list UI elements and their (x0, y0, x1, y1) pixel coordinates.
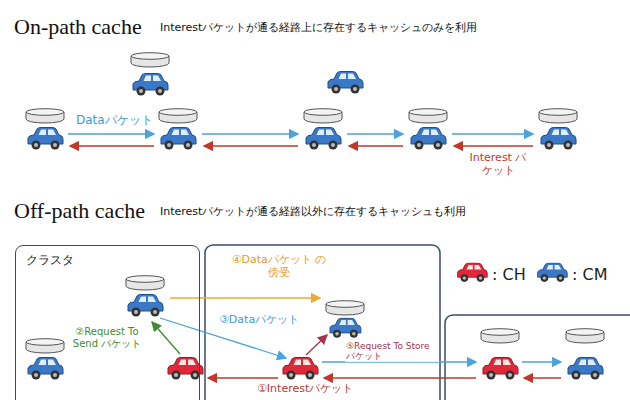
section-title: Off-path cache (14, 198, 145, 223)
step-label: ④Dataパケット の傍受 (228, 254, 330, 279)
section-note: Interestパケットが通る経路上に存在するキャッシュのみを利用 (160, 22, 477, 35)
section-note: Interestパケットが通る経路以外に存在するキャッシュも利用 (160, 206, 466, 219)
cluster-box: クラスタ (15, 245, 200, 400)
cluster-label: クラスタ (16, 246, 199, 269)
step-label: ①Interestパケット (256, 383, 354, 396)
legend-text: : CM (572, 265, 607, 284)
legend-text: : CH (492, 265, 526, 284)
section-title: On-path cache (14, 14, 142, 39)
step-label: ③Dataパケット (218, 314, 300, 327)
packet-label: Interest パケット (466, 152, 530, 177)
packet-label: Dataパケット (75, 114, 154, 128)
step-label: ②Request To Send パケット (68, 326, 146, 349)
step-label: ⑤Request To Store パケット (345, 341, 439, 362)
